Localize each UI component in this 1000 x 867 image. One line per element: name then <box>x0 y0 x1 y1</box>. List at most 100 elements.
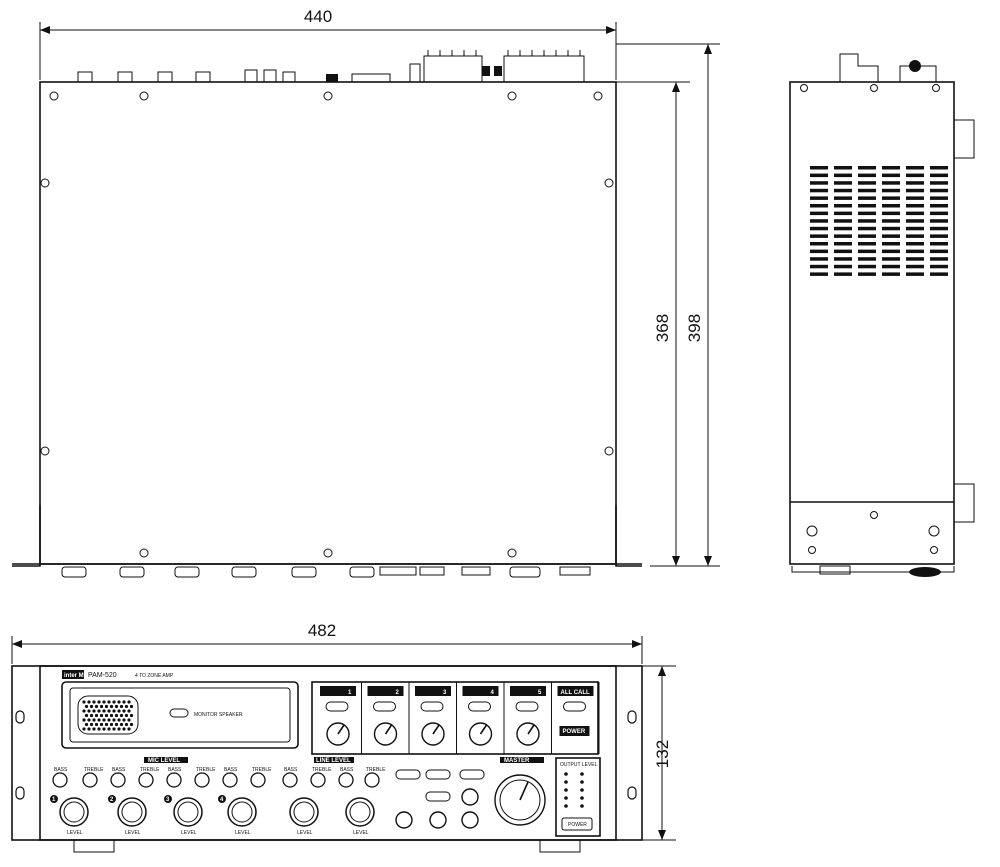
vent-slot <box>882 249 900 254</box>
vent-slot <box>858 188 876 193</box>
vent-slot <box>930 242 948 246</box>
vent-slot <box>810 173 828 178</box>
vent-slot <box>834 234 852 238</box>
treble-knob[interactable] <box>250 772 266 788</box>
power-button[interactable] <box>559 726 590 736</box>
vent-slot <box>858 204 876 208</box>
vent-slot <box>930 173 948 178</box>
vent-slot <box>882 272 900 276</box>
top-view-chassis <box>39 81 617 565</box>
led-indicator <box>564 796 568 800</box>
zone-button[interactable] <box>468 701 491 712</box>
vent-slot <box>930 166 948 170</box>
level-label: LEVEL <box>67 830 83 836</box>
vent-slot <box>882 211 900 216</box>
bass-label: BASS <box>54 767 68 773</box>
zone-button[interactable] <box>325 701 349 712</box>
treble-knob[interactable] <box>82 772 98 788</box>
channel-number: 3 <box>166 797 170 803</box>
zone-label <box>510 686 546 696</box>
treble-label: TREBLE <box>196 767 216 773</box>
brand-logo: inter M <box>64 673 84 679</box>
zone-label <box>367 686 404 696</box>
vent-slot <box>906 242 924 246</box>
vent-slot <box>858 181 876 185</box>
treble-knob[interactable] <box>364 772 380 788</box>
top-depth-total-dimension: 398 <box>685 314 704 342</box>
bass-knob[interactable] <box>282 772 298 788</box>
vent-slot <box>810 166 828 170</box>
treble-label: TREBLE <box>366 767 386 773</box>
vent-slot <box>810 264 828 269</box>
rear-connectors <box>77 50 585 83</box>
vent-slot <box>810 257 828 261</box>
level-label: LEVEL <box>353 830 369 836</box>
zone-label <box>320 686 356 696</box>
model-subtitle: 4 TO ZONE AMP <box>135 673 174 679</box>
zone-button[interactable] <box>373 701 396 712</box>
treble-knob[interactable] <box>310 772 326 788</box>
vent-slot <box>882 242 900 246</box>
front-width-dimension: 482 <box>308 621 336 640</box>
treble-label: TREBLE <box>84 767 104 773</box>
led-indicator <box>580 796 584 800</box>
level-label: LEVEL <box>235 830 251 836</box>
output-level-label: OUTPUT LEVEL <box>560 762 598 768</box>
power-switch[interactable] <box>561 817 593 831</box>
bass-knob[interactable] <box>52 772 68 788</box>
vent-slot <box>858 242 876 246</box>
treble-knob[interactable] <box>138 772 154 788</box>
vent-slot <box>810 226 828 231</box>
speaker-grille-icon <box>77 695 139 735</box>
all-call-label <box>557 686 594 696</box>
vent-slot <box>882 196 900 200</box>
vent-slot <box>810 219 828 223</box>
vent-slot <box>882 234 900 238</box>
zone-number: 1 <box>348 690 352 696</box>
bass-knob[interactable] <box>166 772 182 788</box>
led-indicator <box>564 804 568 808</box>
channel-number: 1 <box>52 797 56 803</box>
bass-knob[interactable] <box>110 772 126 788</box>
vent-slot <box>834 242 852 246</box>
vent-slot <box>930 264 948 269</box>
channel-number: 2 <box>110 797 114 803</box>
vent-slot <box>858 219 876 223</box>
top-view: 440 <box>12 7 720 578</box>
treble-knob[interactable] <box>194 772 210 788</box>
front-height-dimension: 132 <box>653 740 672 768</box>
vent-slot <box>858 249 876 254</box>
led-indicator <box>564 780 568 784</box>
vent-slot <box>834 196 852 200</box>
led-indicator <box>580 788 584 792</box>
bass-knob[interactable] <box>338 772 354 788</box>
vent-slot <box>882 264 900 269</box>
vent-slot <box>930 181 948 185</box>
bass-knob[interactable] <box>222 772 238 788</box>
master-label: MASTER <box>504 758 530 764</box>
monitor-switch[interactable] <box>169 708 189 718</box>
vent-slot <box>906 219 924 223</box>
vent-slot <box>930 219 948 223</box>
zone-button[interactable] <box>563 701 586 712</box>
vent-slot <box>858 196 876 200</box>
vent-slot <box>906 226 924 231</box>
level-label: LEVEL <box>297 830 313 836</box>
vent-slot <box>906 249 924 254</box>
vent-slot <box>882 166 900 170</box>
vent-slot <box>858 264 876 269</box>
vent-slot <box>858 211 876 216</box>
vent-slot <box>810 188 828 193</box>
vent-slot <box>906 257 924 261</box>
led-indicator <box>580 780 584 784</box>
vent-slot <box>882 219 900 223</box>
vent-slot <box>810 181 828 185</box>
led-indicator <box>580 804 584 808</box>
vent-slot <box>906 173 924 178</box>
treble-label: TREBLE <box>140 767 160 773</box>
vent-slot <box>882 204 900 208</box>
vent-slot <box>810 272 828 276</box>
zone-button[interactable] <box>420 701 444 712</box>
treble-label: TREBLE <box>312 767 332 773</box>
zone-button[interactable] <box>515 701 539 712</box>
